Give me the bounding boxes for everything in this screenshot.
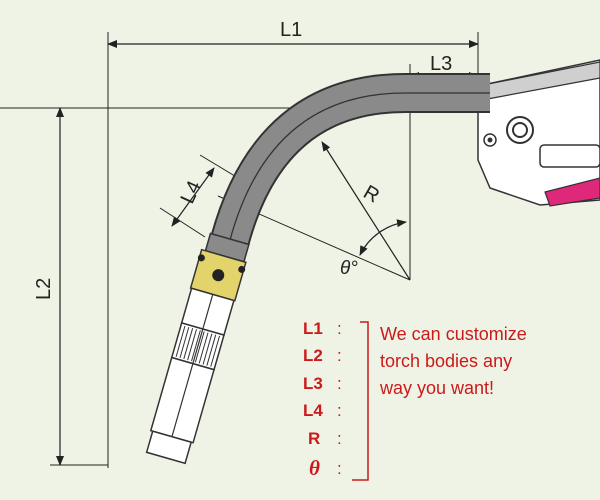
param-key-l2: L2 bbox=[303, 346, 323, 365]
param-bracket bbox=[352, 321, 369, 481]
torch-handle bbox=[477, 59, 600, 207]
note-line-3: way you want! bbox=[379, 378, 494, 398]
param-sep-r: : bbox=[337, 429, 342, 448]
param-sep-l4: : bbox=[337, 401, 342, 420]
note-line-1: We can customize bbox=[380, 324, 527, 344]
param-key-theta: θ bbox=[309, 456, 320, 480]
theta-arc bbox=[359, 219, 407, 256]
param-sep-l3: : bbox=[337, 374, 342, 393]
label-r: R bbox=[360, 181, 384, 207]
label-l2: L2 bbox=[33, 278, 55, 300]
l4-arrow bbox=[171, 167, 215, 227]
param-sep-l2: : bbox=[337, 346, 342, 365]
param-key-l3: L3 bbox=[303, 374, 323, 393]
label-l4: L4 bbox=[177, 178, 206, 207]
label-theta: θ° bbox=[340, 258, 358, 279]
note-line-2: torch bodies any bbox=[380, 351, 512, 371]
customize-note: We can customize torch bodies any way yo… bbox=[379, 324, 527, 398]
param-key-l4: L4 bbox=[303, 401, 323, 420]
param-sep-l1: : bbox=[337, 319, 342, 338]
label-l3: L3 bbox=[430, 53, 452, 75]
dimension-arrows bbox=[56, 40, 479, 466]
torch-nozzle bbox=[145, 232, 250, 465]
torch-neck bbox=[210, 73, 490, 246]
param-key-l1: L1 bbox=[303, 319, 323, 338]
r-arrow bbox=[321, 141, 411, 281]
param-sep-theta: : bbox=[337, 459, 342, 478]
param-key-r: R bbox=[308, 429, 320, 448]
param-list: L1 : L2 : L3 : L4 : R : θ : bbox=[303, 319, 342, 480]
label-l1: L1 bbox=[280, 19, 302, 41]
